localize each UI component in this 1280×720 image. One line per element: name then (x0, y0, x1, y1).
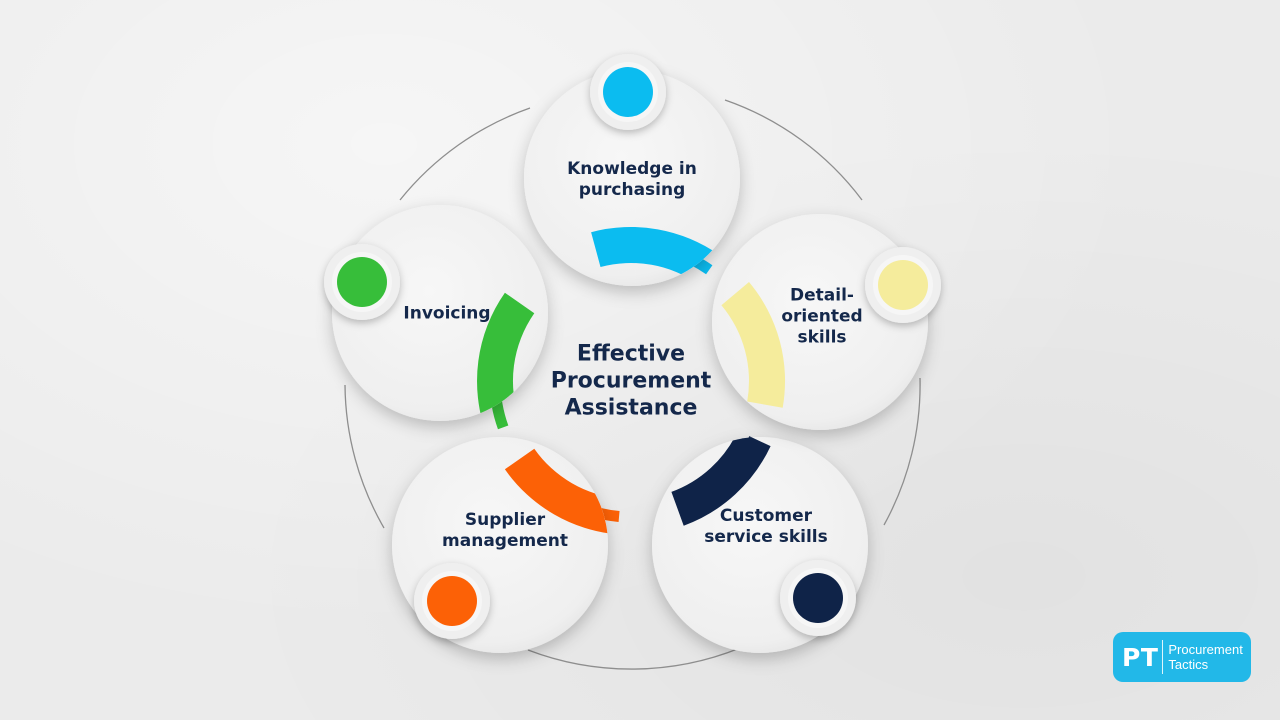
node-label-detail: Detail- oriented skills (767, 286, 877, 349)
center-title-line: Assistance (564, 395, 698, 421)
node-label-line: skills (797, 327, 847, 348)
node-dot-icon (603, 67, 653, 117)
logo-text-line: Procurement (1168, 642, 1243, 657)
center-title-line: Procurement (550, 368, 712, 394)
node-detail (712, 214, 941, 430)
node-label-line: service skills (704, 527, 828, 547)
node-circle (524, 70, 740, 286)
center-title: Effective Procurement Assistance (536, 341, 726, 422)
node-label-knowledge: Knowledge in purchasing (557, 159, 707, 201)
node-customer (652, 437, 868, 653)
node-color-band (504, 448, 608, 535)
node-dot-icon (878, 260, 928, 310)
node-color-band (591, 226, 720, 285)
node-label-line: Invoicing (403, 303, 491, 324)
node-color-band (721, 282, 786, 408)
center-title-line: Effective (576, 341, 686, 367)
node-label-line: Detail- (790, 285, 854, 306)
node-label-customer: Customer service skills (681, 506, 851, 548)
node-dot-icon (793, 573, 843, 623)
logo-divider (1162, 640, 1164, 674)
node-knowledge (524, 54, 740, 286)
node-dot-icon (427, 576, 477, 626)
node-label-line: purchasing (578, 180, 686, 200)
outer-ring (344, 99, 921, 670)
node-label-line: management (442, 531, 568, 551)
node-supplier (392, 437, 608, 653)
node-color-band (477, 292, 535, 421)
node-label-line: Knowledge in (567, 159, 697, 179)
node-label-line: oriented (781, 306, 863, 327)
node-label-supplier: Supplier management (420, 510, 590, 552)
node-label-invoicing: Invoicing (372, 304, 522, 325)
logo-mark: PT (1122, 642, 1159, 672)
node-label-line: Supplier (464, 510, 546, 530)
logo-text: Procurement Tactics (1168, 642, 1242, 672)
node-color-band (671, 437, 771, 526)
node-label-line: Customer (719, 506, 813, 526)
procurement-tactics-logo: PT Procurement Tactics (1113, 632, 1251, 682)
node-invoicing (324, 205, 548, 421)
node-dot-icon (337, 257, 387, 307)
logo-text-line: Tactics (1168, 657, 1209, 672)
